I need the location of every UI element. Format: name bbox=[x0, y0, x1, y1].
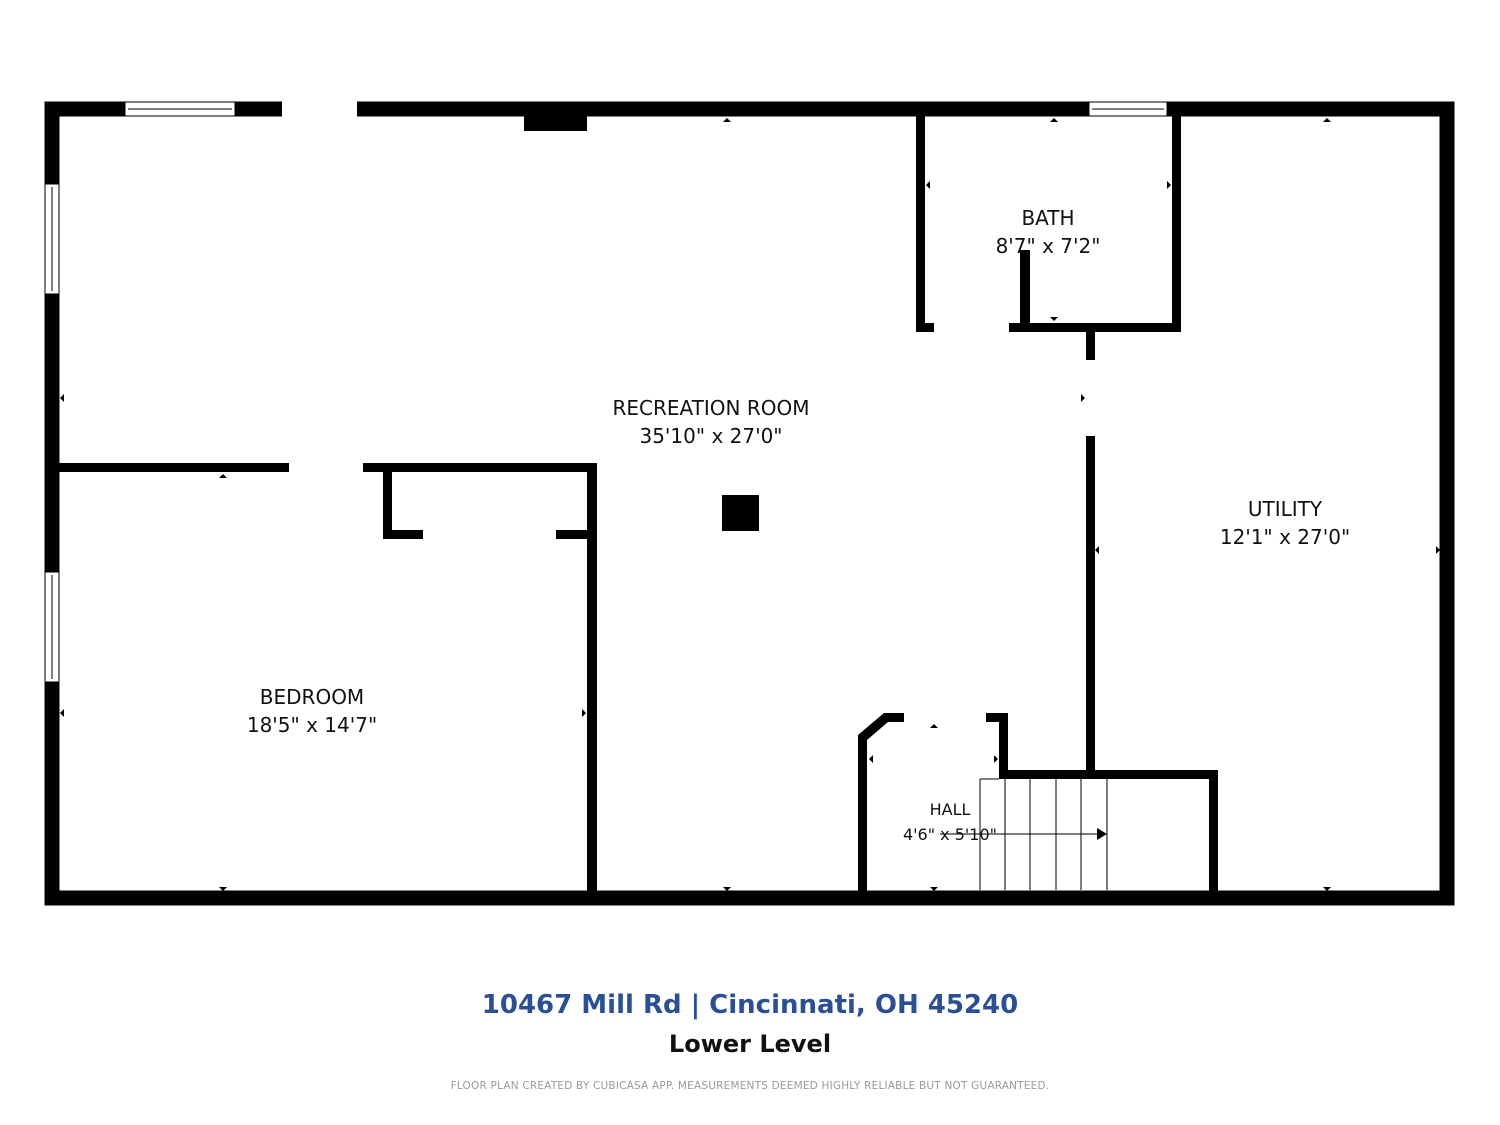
closet-wall-bottom-left bbox=[383, 530, 423, 539]
door-opening-top bbox=[282, 101, 357, 117]
hall-name: HALL bbox=[930, 800, 971, 819]
stairs bbox=[940, 778, 1108, 890]
bath-name: BATH bbox=[1021, 206, 1074, 230]
bath-wall-left bbox=[916, 109, 925, 332]
bath-dims: 8'7" x 7'2" bbox=[996, 234, 1101, 258]
bath-wall-right bbox=[1172, 109, 1181, 332]
bedroom-wall-top-right bbox=[363, 463, 597, 472]
measure-markers bbox=[60, 118, 1440, 891]
closet-wall-bottom-right bbox=[556, 530, 591, 539]
hall-wall-right bbox=[999, 713, 1008, 779]
hall-wall-top-right bbox=[986, 713, 1008, 722]
recreation-room-name: RECREATION ROOM bbox=[613, 396, 810, 420]
utility-wall-upper bbox=[1086, 332, 1095, 360]
property-address: 10467 Mill Rd | Cincinnati, OH 45240 bbox=[481, 990, 1019, 1020]
outer-wall bbox=[44, 101, 1455, 906]
bedroom-name: BEDROOM bbox=[260, 685, 364, 709]
utility-wall-lower bbox=[1086, 436, 1095, 776]
stair-arrow-icon bbox=[1097, 828, 1107, 840]
stair-wall-right bbox=[1209, 770, 1218, 898]
bath-wall-bottom-right bbox=[1009, 323, 1181, 332]
recreation-room-dims: 35'10" x 27'0" bbox=[639, 424, 782, 448]
fireplace-block bbox=[524, 113, 587, 131]
stair-wall-top bbox=[999, 770, 1218, 779]
bedroom-wall-right bbox=[587, 463, 597, 898]
closet-wall-left bbox=[383, 463, 392, 539]
bath-wall-bottom-left bbox=[916, 323, 934, 332]
bath-partition bbox=[1020, 250, 1030, 326]
bedroom-wall-top-left bbox=[52, 463, 289, 472]
hall-wall-left bbox=[858, 713, 904, 898]
column bbox=[722, 495, 759, 531]
utility-dims: 12'1" x 27'0" bbox=[1220, 525, 1350, 549]
disclaimer: FLOOR PLAN CREATED BY CUBICASA APP. MEAS… bbox=[450, 1080, 1050, 1092]
floor-level: Lower Level bbox=[668, 1030, 832, 1058]
hall-dims: 4'6" x 5'10" bbox=[903, 825, 997, 844]
utility-name: UTILITY bbox=[1248, 497, 1323, 521]
bedroom-dims: 18'5" x 14'7" bbox=[247, 713, 377, 737]
